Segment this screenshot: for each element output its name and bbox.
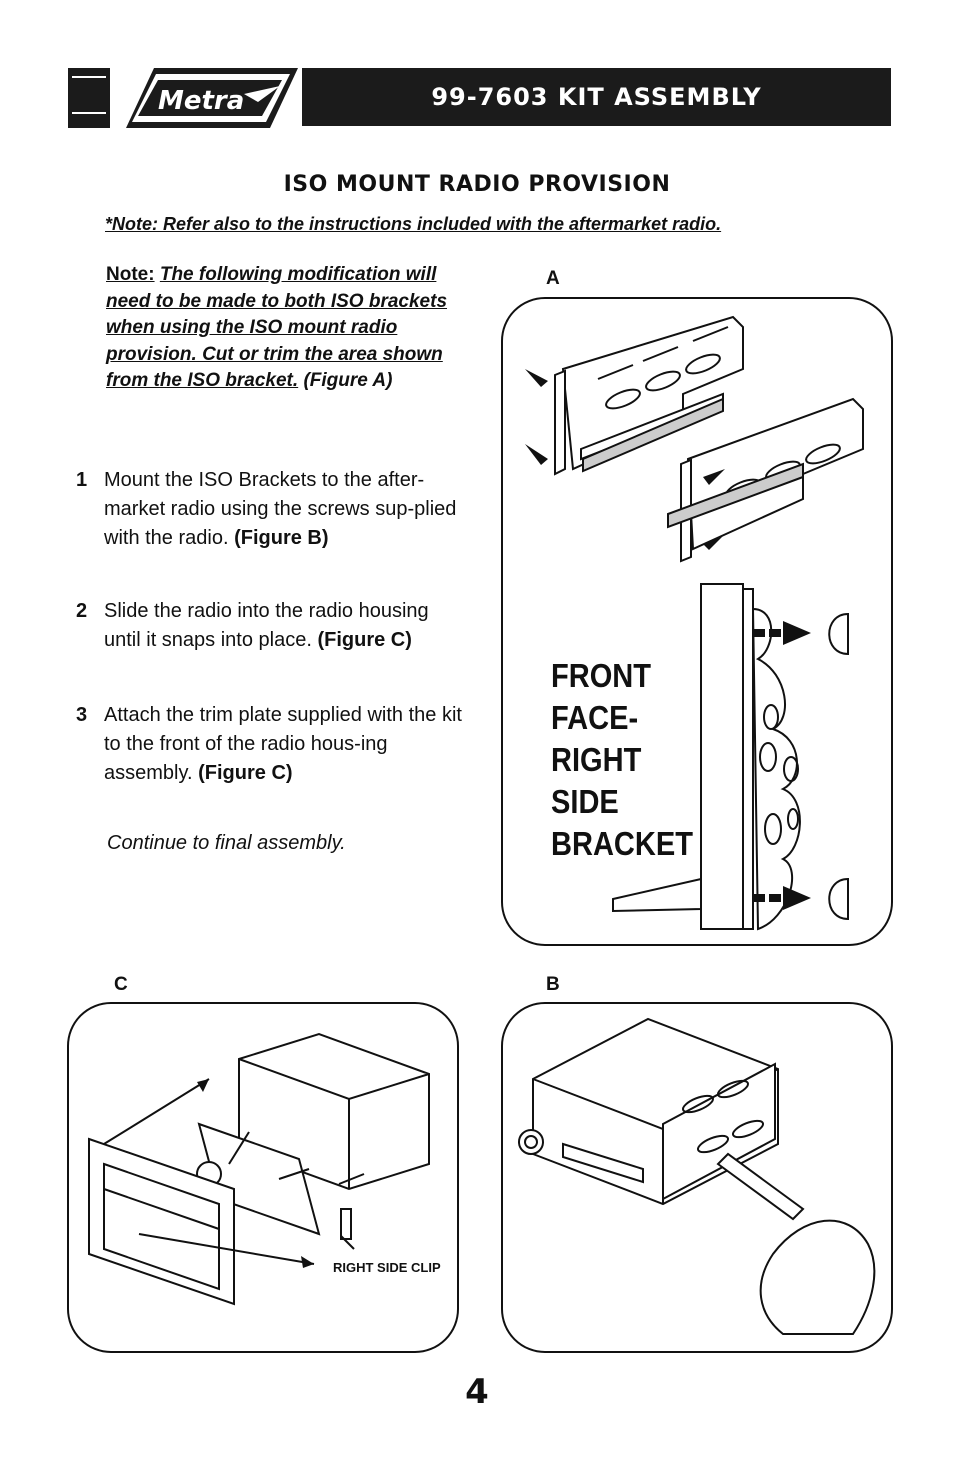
figure-b-label: B	[546, 974, 560, 995]
step-text: Slide the radio into the radio housing u…	[104, 600, 429, 651]
continue-text: Continue to final assembly.	[107, 832, 346, 854]
note-figure-ref: (Figure A)	[303, 370, 393, 391]
right-side-clip-callout: RIGHT SIDE CLIP	[333, 1260, 441, 1275]
step-1: 1 Mount the ISO Brackets to the after-ma…	[76, 466, 466, 553]
caption-line: FRONT	[551, 657, 652, 694]
section-title: ISO MOUNT RADIO PROVISION	[283, 172, 671, 197]
step-3: 3 Attach the trim plate supplied with th…	[76, 701, 466, 788]
radio-screwdriver-illustration	[518, 1017, 876, 1335]
header-title-bar: 99-7603 KIT ASSEMBLY	[302, 68, 891, 126]
step-2: 2 Slide the radio into the radio housing…	[76, 597, 466, 655]
note-body: The following modification will need to …	[106, 264, 448, 391]
bracket-caption: FRONT FACE- RIGHT SIDE BRACKET	[551, 655, 693, 865]
figure-b-panel	[501, 1002, 893, 1353]
note-label: Note:	[106, 264, 155, 285]
step-figure-ref: (Figure B)	[234, 527, 329, 549]
figure-a-label: A	[546, 268, 560, 289]
caption-line: SIDE	[551, 783, 619, 820]
step-number: 2	[76, 600, 88, 622]
figure-c-panel: RIGHT SIDE CLIP	[67, 1002, 459, 1353]
svg-text:Metra: Metra	[158, 86, 244, 116]
caption-line: RIGHT	[551, 741, 642, 778]
caption-line: BRACKET	[551, 825, 693, 862]
modification-note: Note: The following modification will ne…	[106, 262, 476, 395]
top-note: *Note: Refer also to the instructions in…	[105, 214, 722, 234]
caption-line: FACE-	[551, 699, 639, 736]
step-text: Attach the trim plate supplied with the …	[104, 704, 462, 784]
step-number: 1	[76, 469, 88, 491]
step-figure-ref: (Figure C)	[198, 762, 293, 784]
header-title: 99-7603 KIT ASSEMBLY	[431, 83, 762, 111]
metra-logo: Metra	[68, 68, 298, 128]
figure-c-label: C	[114, 974, 128, 995]
radio-housing-illustration: RIGHT SIDE CLIP	[88, 1032, 441, 1306]
step-figure-ref: (Figure C)	[317, 629, 412, 651]
page-number: 4	[465, 1372, 489, 1412]
step-text: Mount the ISO Brackets to the after-mark…	[104, 469, 457, 549]
step-number: 3	[76, 704, 88, 726]
iso-bracket-illustration	[525, 315, 864, 931]
figure-a-panel	[501, 297, 893, 946]
